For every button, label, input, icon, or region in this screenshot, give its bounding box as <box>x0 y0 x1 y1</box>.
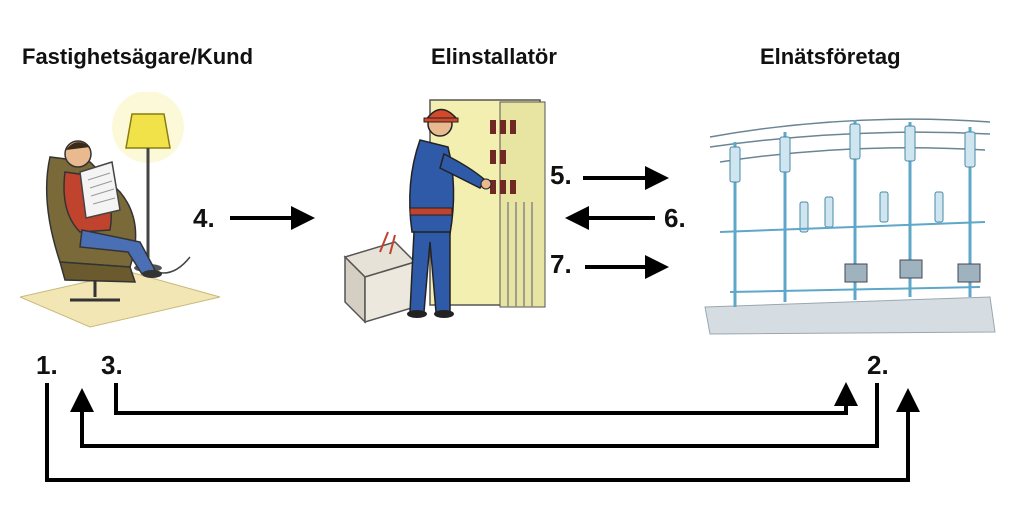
step-5-label: 5. <box>550 160 572 190</box>
arrow-step-2 <box>70 383 879 448</box>
step-4-label: 4. <box>193 203 215 233</box>
arrow-step-1 <box>45 383 920 482</box>
step-7-label: 7. <box>550 249 572 279</box>
grid-company-header: Elnätsföretag <box>760 44 901 69</box>
substation-illustration <box>700 92 1000 337</box>
customer-header: Fastighetsägare/Kund <box>22 44 254 69</box>
arrow-step-3 <box>114 382 858 415</box>
step-1-label: 1. <box>36 350 58 380</box>
installer-header: Elinstallatör <box>431 44 557 69</box>
step-3-label: 3. <box>101 350 123 380</box>
step-2-label: 2. <box>867 350 889 380</box>
customer-illustration <box>20 92 230 332</box>
step-6-label: 6. <box>664 203 686 233</box>
installer-illustration <box>340 92 560 332</box>
